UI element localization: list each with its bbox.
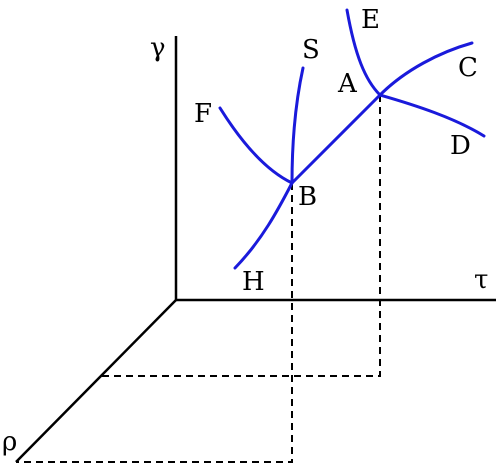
point-b-label: B — [298, 182, 317, 212]
curve-f-label: F — [194, 99, 212, 129]
curve-h-label: H — [242, 267, 265, 297]
curve-a-b — [290, 93, 382, 185]
curve-b-s — [290, 66, 305, 185]
curve-a-c — [378, 41, 474, 97]
point-a-label: A — [337, 69, 358, 99]
curve-e-label: E — [361, 5, 380, 35]
curve-d-label: D — [450, 131, 471, 161]
projection-b — [16, 183, 293, 463]
curve-b-f — [218, 106, 294, 185]
tau-axis-label: τ — [474, 265, 488, 295]
rho-axis-label: ρ — [2, 427, 17, 457]
gamma-axis-label: γ — [150, 33, 166, 63]
curve-a-e — [345, 8, 382, 97]
curve-c-label: C — [458, 53, 478, 83]
projection-a — [98, 95, 381, 377]
curve-b-h — [233, 181, 294, 270]
curve-a-d — [378, 93, 486, 138]
curve-s-label: S — [302, 35, 320, 65]
rho-axis — [15, 299, 177, 463]
